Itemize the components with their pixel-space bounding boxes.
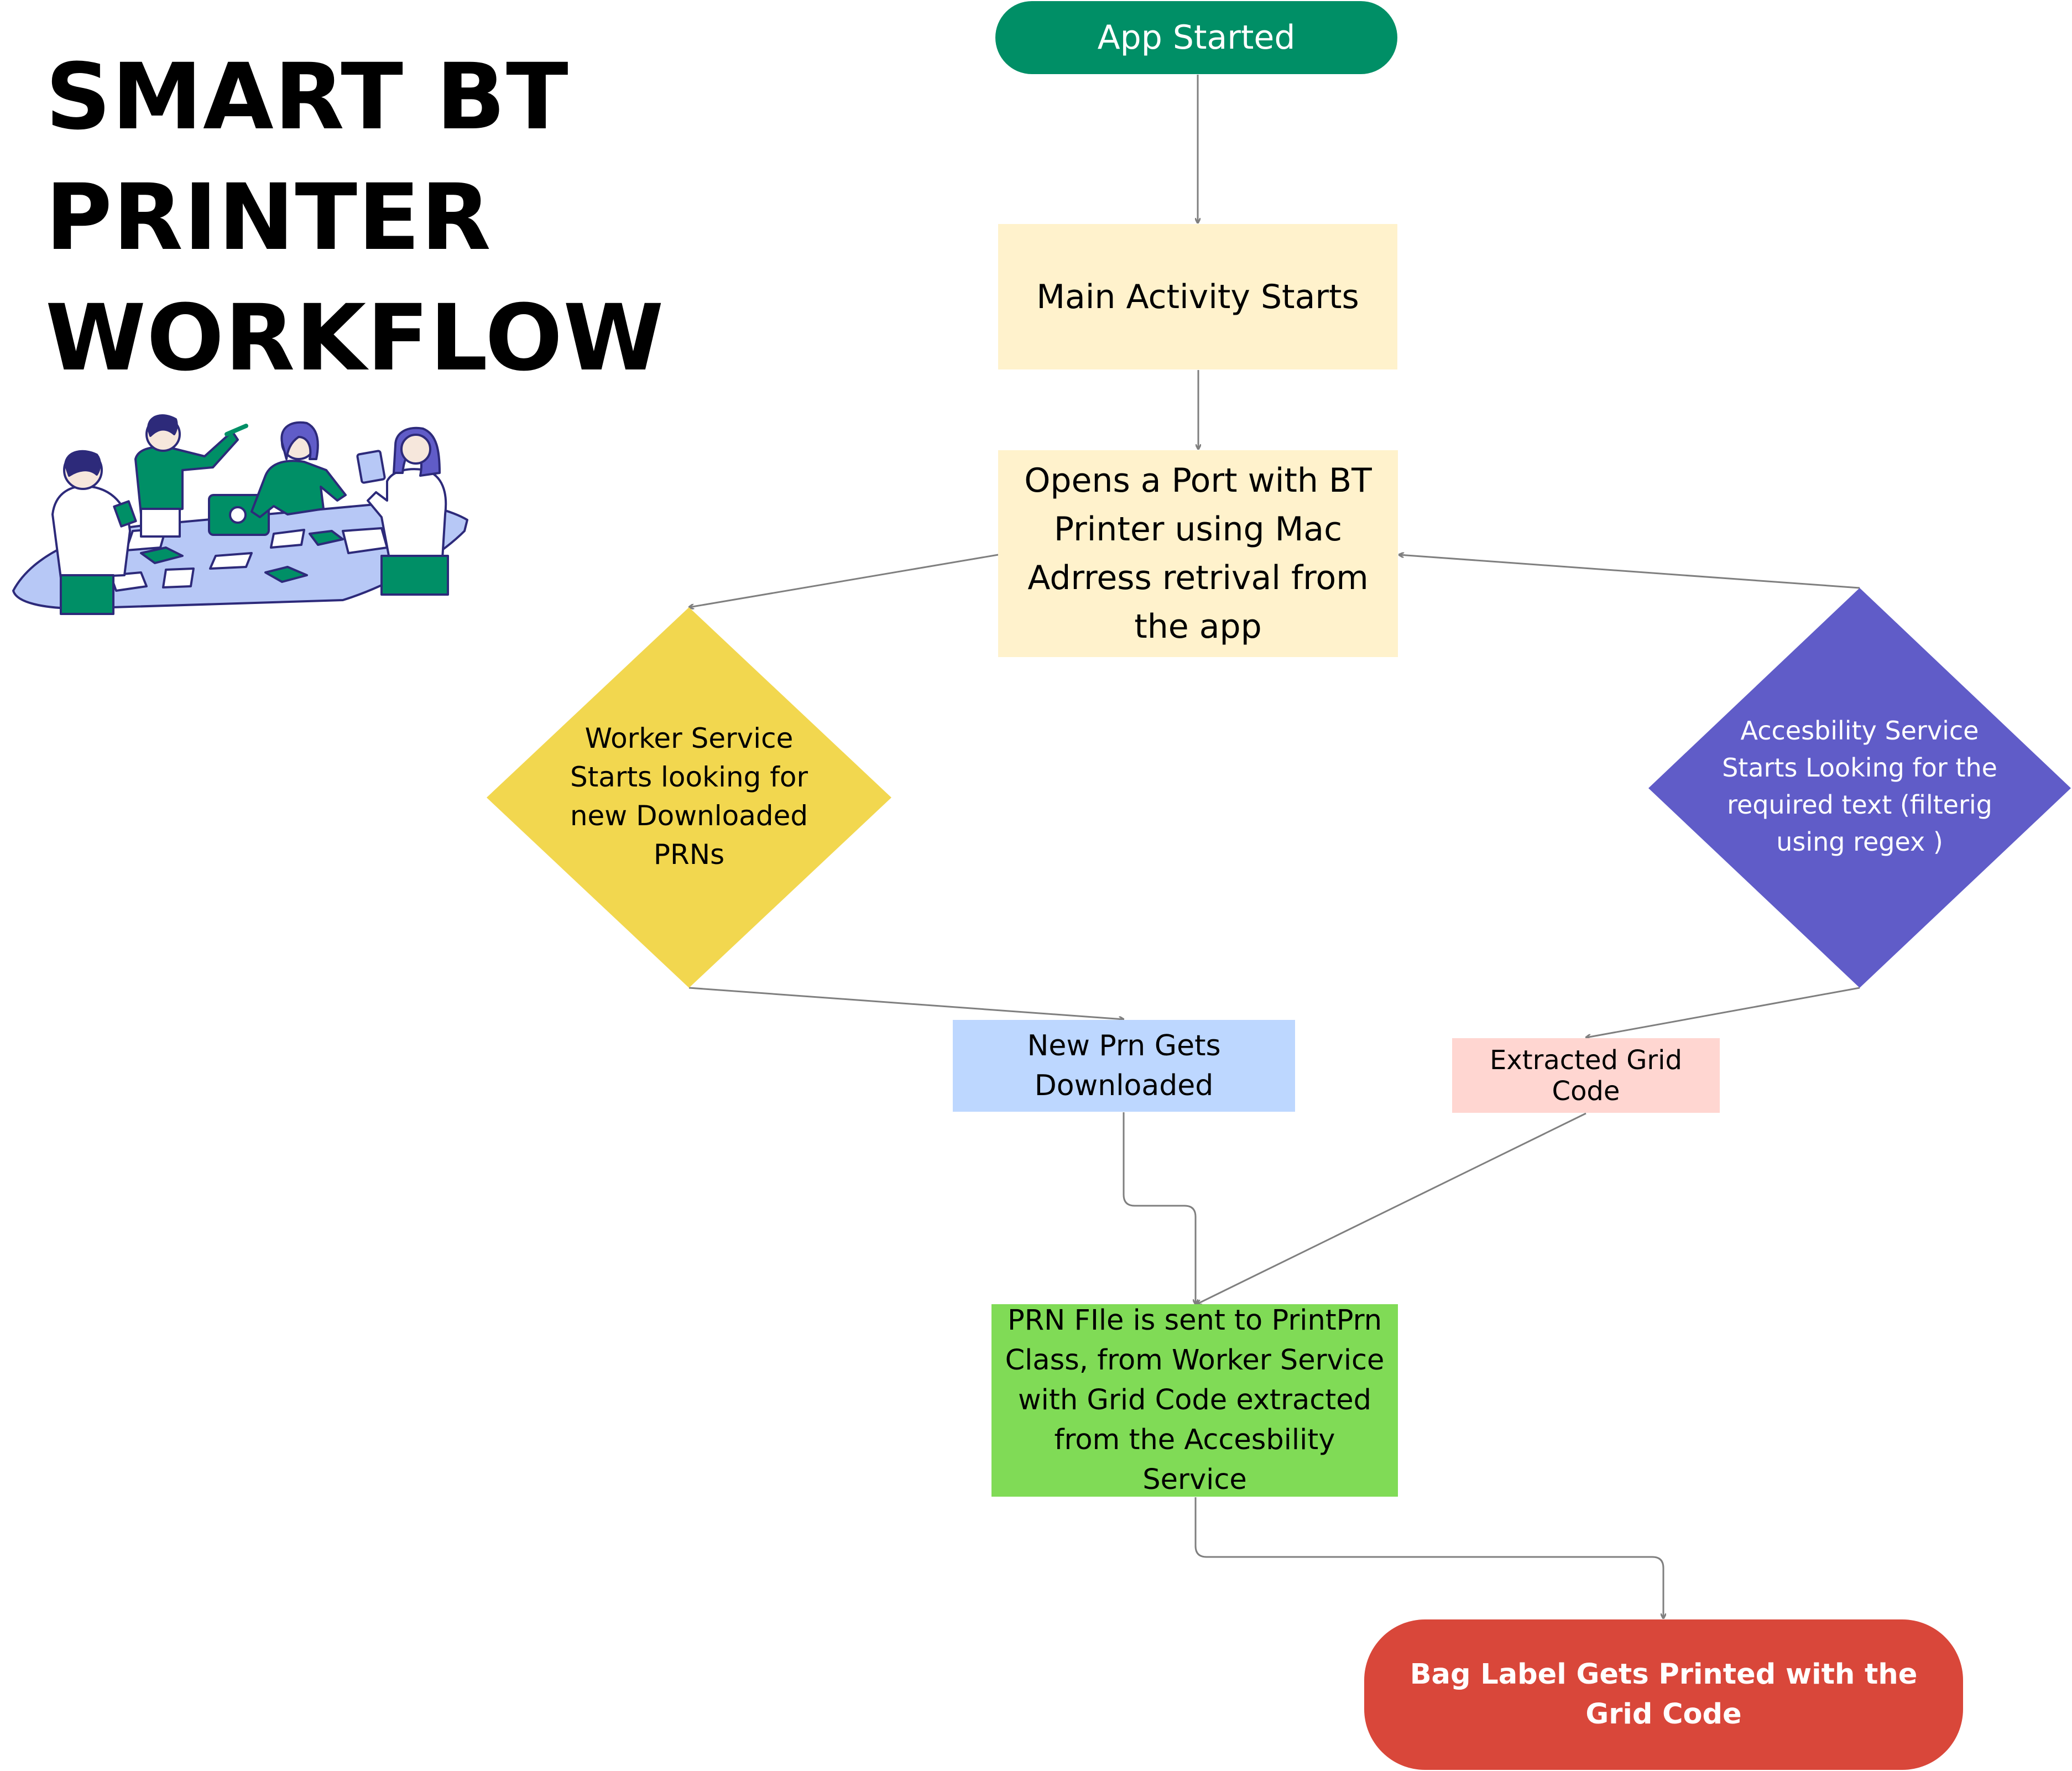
title-line-1: SMART BT	[45, 44, 569, 150]
grid-code-node: Extracted Grid Code	[1452, 1038, 1720, 1113]
arrow-print-to-baglabel-visible	[1194, 1497, 1663, 1618]
main-activity-node: Main Activity Starts	[998, 224, 1397, 369]
paper-icon	[270, 529, 305, 549]
print-prn-label: PRN FIle is sent to PrintPrn Class, from…	[1005, 1304, 1385, 1496]
accessibility-service-label: Accesbility Service Starts Looking for t…	[1722, 716, 1997, 857]
paper-icon	[162, 567, 195, 588]
accessibility-service-node: Accesbility Service Starts Looking for t…	[1713, 704, 2006, 869]
arrow-worker-to-downloaded	[688, 987, 1124, 1019]
grid-code-label: Extracted Grid Code	[1490, 1044, 1682, 1107]
main-activity-label: Main Activity Starts	[1036, 277, 1359, 316]
open-port-label: Opens a Port with BT Printer using Mac A…	[1024, 461, 1372, 646]
title-line-2: PRINTER	[45, 164, 492, 270]
print-prn-node: PRN FIle is sent to PrintPrn Class, from…	[991, 1304, 1398, 1497]
prn-downloaded-node: New Prn Gets Downloaded	[953, 1020, 1295, 1112]
tablet-icon	[356, 450, 386, 484]
arrow-downloaded-to-print	[1123, 1112, 1196, 1304]
worker-service-node: Worker Service Starts looking for new Do…	[559, 713, 820, 879]
arrow-gridcode-to-print	[1197, 1112, 1586, 1304]
paper-icon	[209, 552, 253, 570]
paper-icon	[309, 530, 344, 546]
prn-downloaded-label: New Prn Gets Downloaded	[1027, 1029, 1221, 1102]
bag-label-node: Bag Label Gets Printed with the Grid Cod…	[1364, 1619, 1963, 1770]
arrow-accessibility-to-port	[1399, 555, 1860, 589]
worker-service-label: Worker Service Starts looking for new Do…	[570, 722, 808, 871]
paper-icon	[264, 566, 308, 583]
paper-icon	[140, 546, 184, 564]
worker-service-diamond	[487, 607, 891, 988]
accessibility-service-diamond	[1648, 588, 2071, 988]
arrow-accessibility-to-gridcode	[1586, 987, 1860, 1038]
page-title: SMART BT PRINTER WORKFLOW	[45, 37, 664, 398]
open-port-node: Opens a Port with BT Printer using Mac A…	[998, 450, 1398, 657]
app-started-label: App Started	[1097, 18, 1296, 57]
title-line-3: WORKFLOW	[45, 285, 665, 391]
bag-label-label: Bag Label Gets Printed with the Grid Cod…	[1410, 1658, 1918, 1731]
app-started-node: App Started	[995, 1, 1397, 74]
arrow-port-to-worker	[689, 554, 999, 607]
